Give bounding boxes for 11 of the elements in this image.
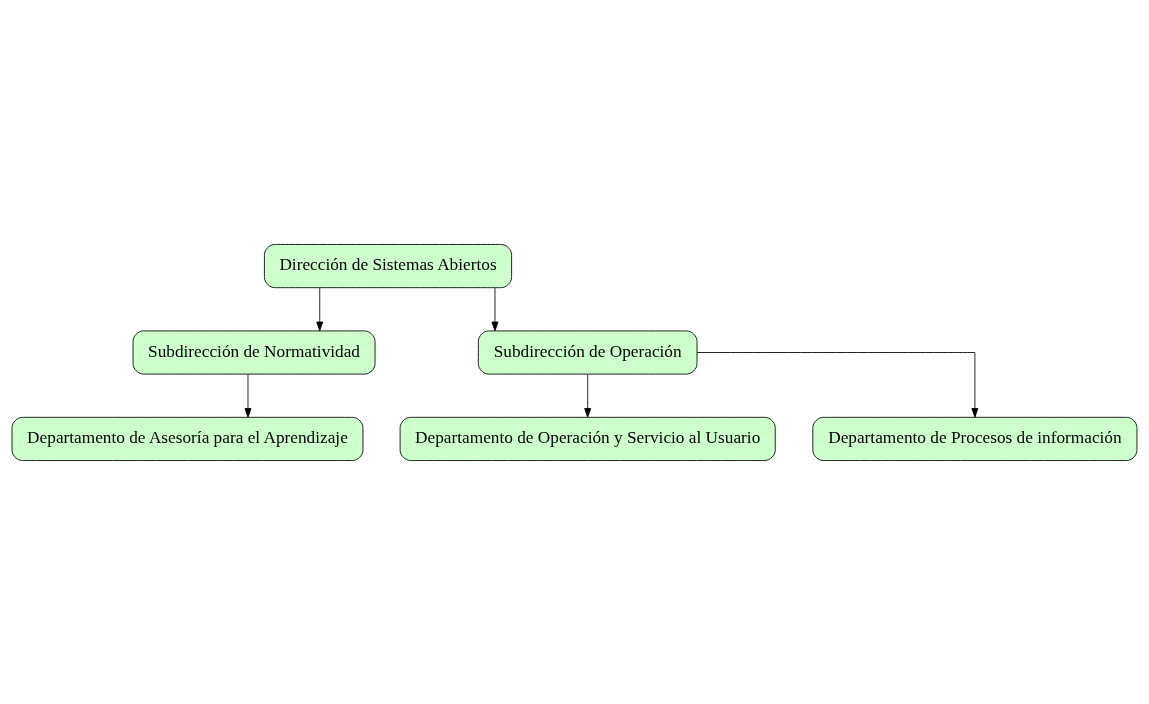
arrow (244, 373, 252, 418)
node-box: Departamento de Operación y Servicio al Usuario (399, 416, 776, 461)
node-box: Departamento de Asesoría para el Aprendizaje (11, 416, 364, 461)
arrow (696, 351, 979, 418)
node-box: Subdirección de Operación (477, 329, 698, 375)
arrow (491, 286, 499, 331)
arrow (584, 373, 592, 418)
node-box: Departamento de Procesos de información (812, 416, 1138, 461)
arrow (316, 286, 324, 331)
node-box: Subdirección de Normatividad (132, 329, 376, 375)
node-box: Dirección de Sistemas Abiertos (264, 243, 513, 288)
